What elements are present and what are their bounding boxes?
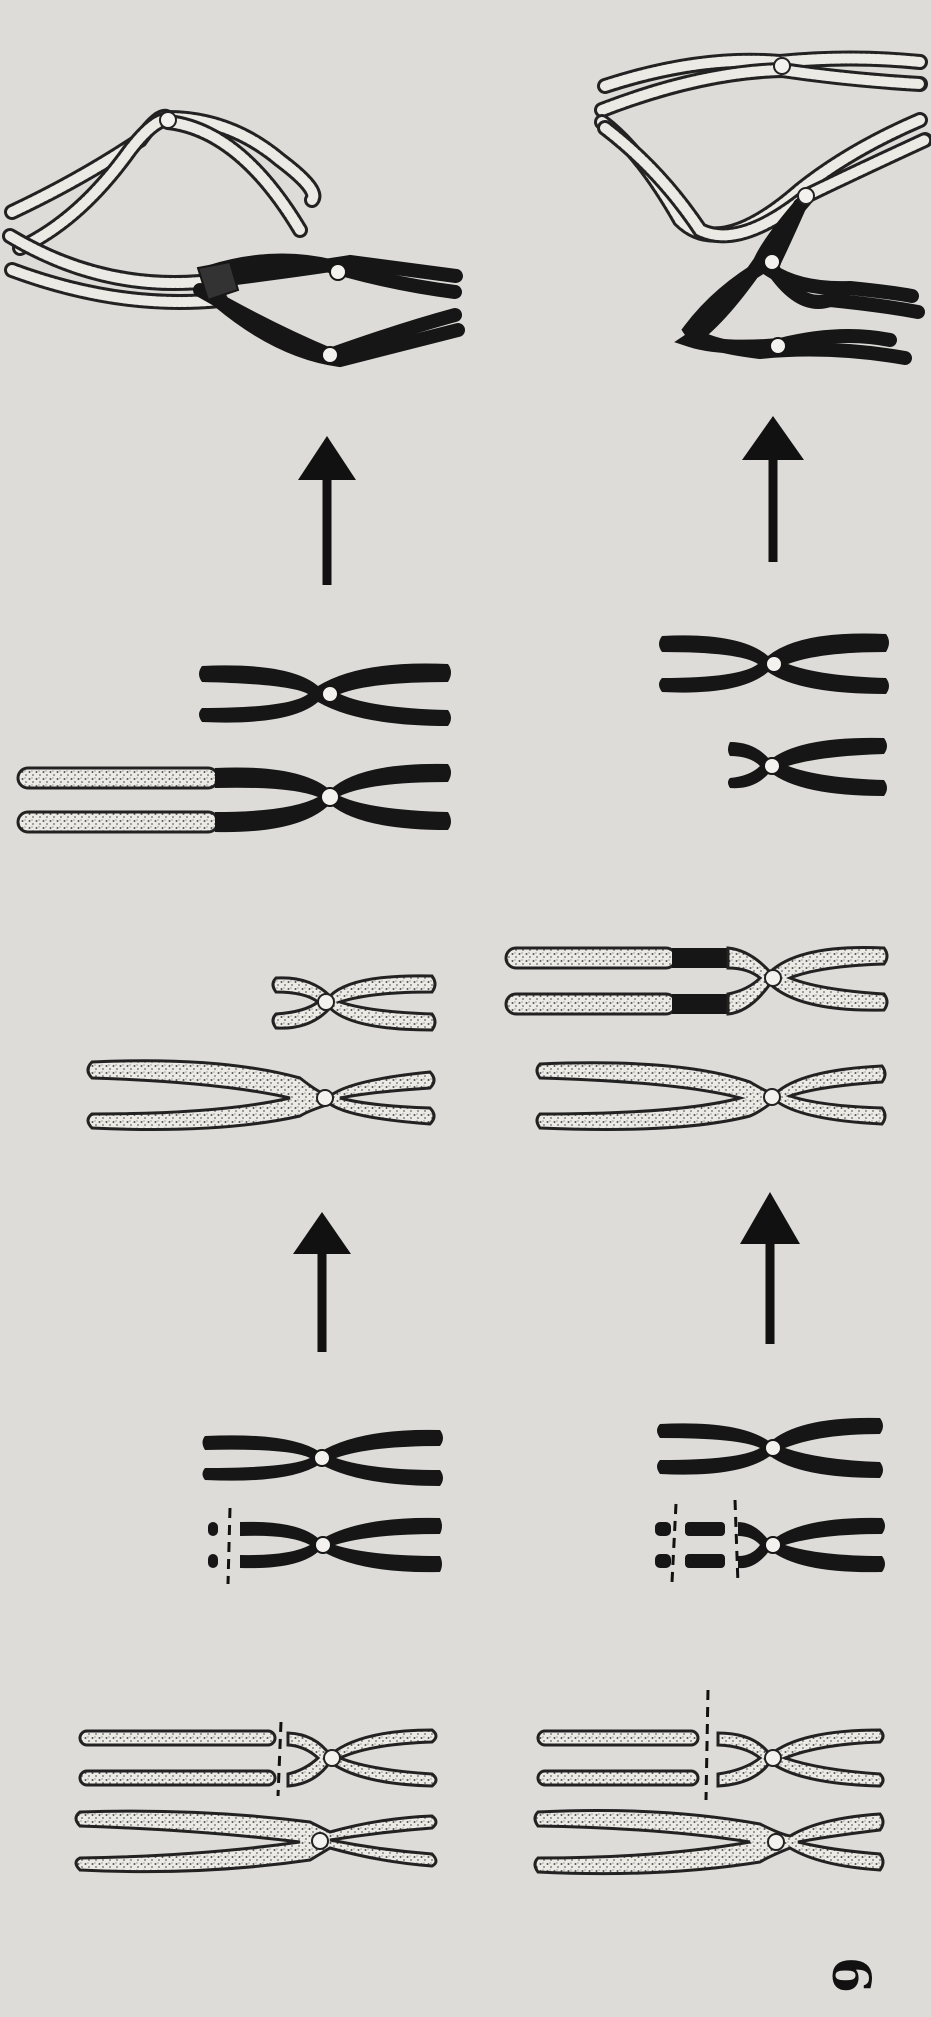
chromosome-speckled-long-left-middle — [88, 1061, 434, 1130]
chromosome-solid-left-middle — [199, 663, 451, 726]
arrow-up-left-upper — [298, 436, 356, 585]
tetravalent-configuration-right-top — [602, 58, 925, 358]
chromosome-solid-broken-right-bottom — [655, 1500, 885, 1584]
arrow-up-left-lower — [293, 1212, 351, 1352]
chromosome-speckled-left-bottom — [76, 1811, 436, 1872]
chromosome-solid-short-right-middle — [728, 738, 887, 796]
chromosome-speckled-short-left-middle — [273, 976, 435, 1030]
chromosome-mixed-left-middle — [18, 764, 451, 832]
chromosome-speckled-right-bottom — [535, 1811, 883, 1874]
chromosome-solid-left-bottom — [203, 1430, 444, 1486]
chromosome-speckled-right-middle — [537, 1063, 885, 1130]
figure-number: 6 — [824, 1957, 876, 1993]
chromosome-speckled-broken-left-bottom — [80, 1722, 436, 1796]
chromosome-solid-right-bottom — [657, 1418, 883, 1478]
arrow-up-right-lower — [740, 1192, 800, 1344]
chromosome-solid-broken-left-bottom — [208, 1508, 442, 1584]
arrow-up-right-upper — [742, 416, 804, 562]
chromosome-solid-right-middle — [659, 633, 889, 694]
chromosome-speckled-broken-right-bottom — [538, 1690, 883, 1800]
tetravalent-configuration-left-top — [10, 112, 458, 363]
chromosome-speckled-insertion-right-middle — [506, 948, 887, 1015]
